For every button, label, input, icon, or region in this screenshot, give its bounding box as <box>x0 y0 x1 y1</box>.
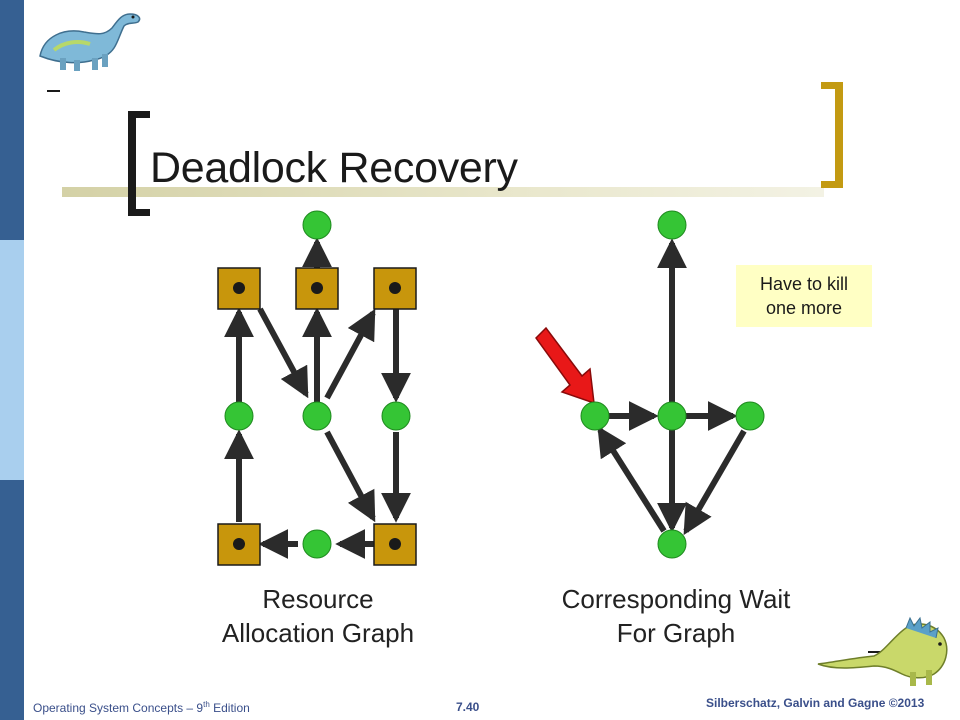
side-band-middle <box>0 240 24 480</box>
resource-r1-instance <box>233 282 245 294</box>
footer-book-sup: th <box>203 700 210 709</box>
wfg-process-right <box>735 401 765 431</box>
footer-book-text: Operating System Concepts – 9 <box>33 701 204 715</box>
rag-process-p1 <box>224 401 254 431</box>
dinosaur-mascot-icon <box>817 616 948 686</box>
page-number: 7.40 <box>456 700 480 714</box>
wfg-process-center <box>657 401 687 431</box>
resource-nodes <box>217 267 417 566</box>
title-underline-rule <box>62 187 824 197</box>
wfg-process-nodes <box>580 210 765 559</box>
slide-title: Deadlock Recovery <box>150 144 518 192</box>
wfg-process-bottom <box>657 529 687 559</box>
wfg-caption-line1: Corresponding Wait <box>561 584 791 614</box>
rag-caption: Resource Allocation Graph <box>180 582 456 650</box>
resource-r2-instance <box>311 282 323 294</box>
edge-right-to-bottom <box>683 429 747 536</box>
right-bracket <box>835 82 843 188</box>
callout-text: Have to kill one more <box>759 274 849 318</box>
right-bracket-bottom <box>821 181 843 188</box>
left-bracket-bottom <box>128 209 150 216</box>
rag-edges <box>224 237 411 559</box>
kill-arrow <box>535 326 595 405</box>
side-band-top <box>0 0 24 240</box>
left-bracket <box>128 111 136 216</box>
left-bracket-top <box>128 111 150 118</box>
wfg-caption-line2: For Graph <box>616 618 736 648</box>
dinosaur-logo-icon <box>39 13 141 71</box>
rag-process-p2 <box>302 401 332 431</box>
title-tick-mark <box>47 90 60 92</box>
footer-book-tail: Edition <box>209 701 250 715</box>
side-band-bottom <box>0 480 24 720</box>
footer-book-title: Operating System Concepts – 9th Edition <box>33 700 250 715</box>
wfg-process-top <box>657 210 687 240</box>
edge-p2-to-r3 <box>324 308 376 400</box>
wfg-edges <box>597 238 747 536</box>
rag-caption-line1: Resource <box>262 584 374 614</box>
callout-note: Have to kill one more <box>736 265 872 327</box>
right-bracket-top <box>821 82 843 89</box>
edge-bottom-to-left <box>597 425 667 533</box>
rag-caption-line2: Allocation Graph <box>221 618 415 648</box>
rag-process-nodes <box>224 210 411 559</box>
resource-r4-instance <box>233 538 245 550</box>
edge-r1-to-p2 <box>257 307 309 399</box>
rag-process-p4 <box>302 529 332 559</box>
rag-process-top <box>302 210 332 240</box>
wfg-process-left <box>580 401 610 431</box>
resource-r5-instance <box>389 538 401 550</box>
rag-process-p3 <box>381 401 411 431</box>
edge-p2-to-r5 <box>324 430 376 523</box>
wfg-caption: Corresponding Wait For Graph <box>530 582 822 650</box>
footer-authors: Silberschatz, Galvin and Gagne ©2013 <box>706 696 925 710</box>
resource-r3-instance <box>389 282 401 294</box>
